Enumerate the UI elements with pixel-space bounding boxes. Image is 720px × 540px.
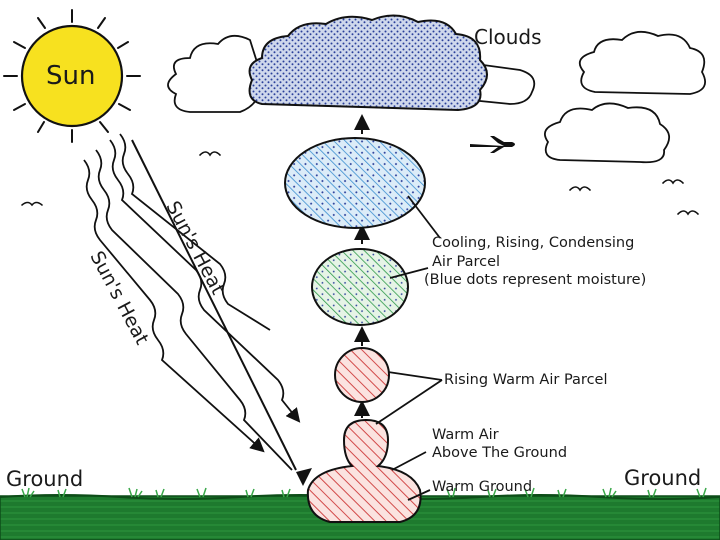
cloud-outline-left xyxy=(168,36,262,112)
parcel-cooling-small xyxy=(312,249,408,325)
sun-label: Sun xyxy=(46,62,95,91)
cloud-outline-right-bottom xyxy=(545,103,669,162)
parcel-warm-ground xyxy=(308,420,421,522)
ground-label-left: Ground xyxy=(6,468,83,491)
cooling-label-line1: Cooling, Rising, Condensing xyxy=(432,236,634,252)
ground-label-right: Ground xyxy=(624,467,701,490)
clouds-label: Clouds xyxy=(474,26,542,48)
warm-air-label-line1: Warm Air xyxy=(432,428,499,444)
parcel-cooling-large xyxy=(285,138,425,228)
parcel-rising-warm xyxy=(335,348,389,402)
cooling-label-line3: (Blue dots represent moisture) xyxy=(424,273,646,289)
airplane-icon xyxy=(470,136,515,153)
heat-straight xyxy=(132,140,296,470)
rising-warm-label: Rising Warm Air Parcel xyxy=(444,373,608,389)
cloud-outline-right-top xyxy=(580,32,705,94)
warm-ground-label: Warm Ground xyxy=(432,480,532,496)
heat-arrow-head-main xyxy=(296,468,312,486)
clouds-formation xyxy=(250,15,487,110)
cooling-label-line2: Air Parcel xyxy=(432,255,500,271)
warm-air-label-line2: Above The Ground xyxy=(432,446,567,462)
